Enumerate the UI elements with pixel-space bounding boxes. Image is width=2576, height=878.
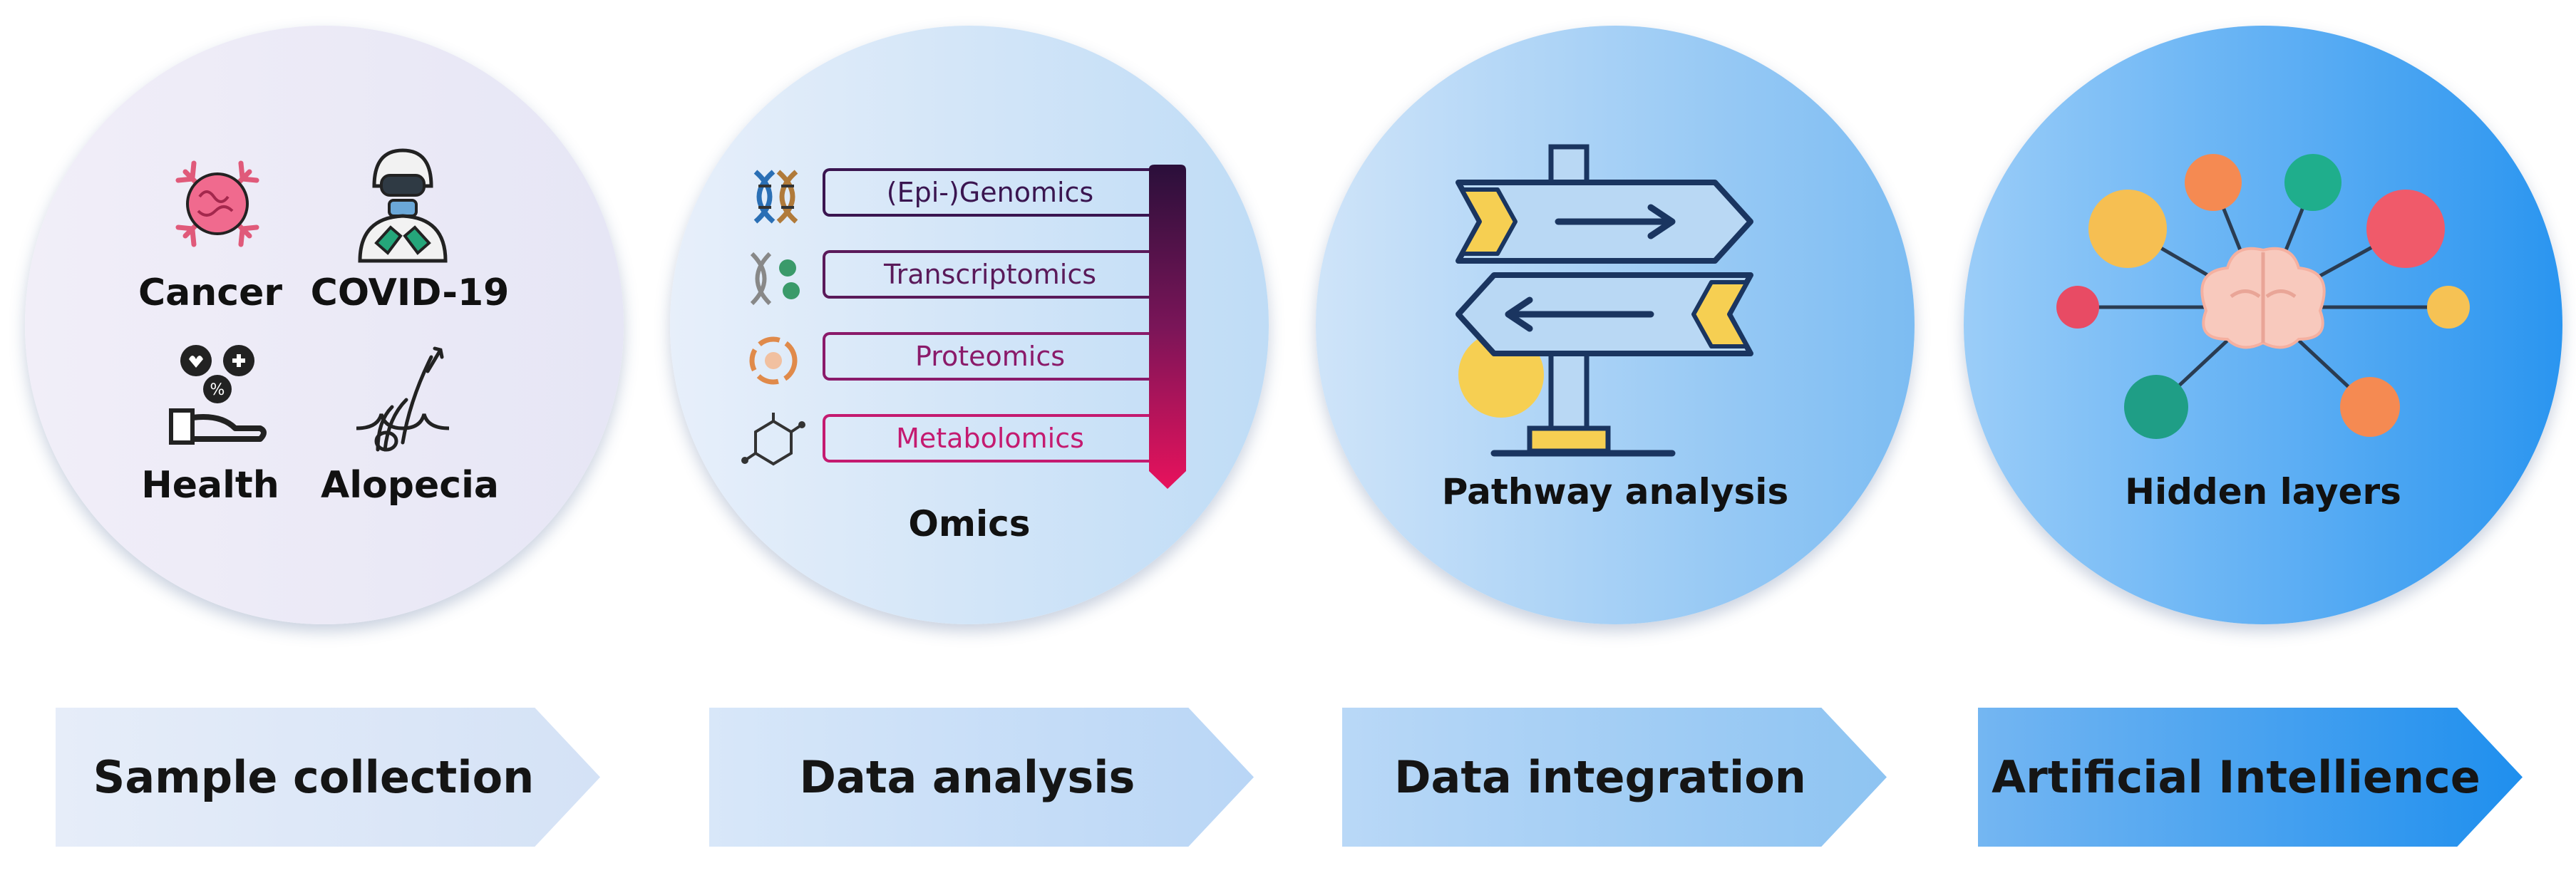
svg-text:%: % (210, 381, 225, 399)
covid-label: COVID-19 (310, 272, 510, 314)
hair-follicle-icon (356, 346, 450, 452)
stage-arrow-artificial-intelligence: Artificial Intellience (1978, 708, 2523, 847)
pathway-title: Pathway analysis (1441, 471, 1789, 512)
stage-label-artificial-intelligence: Artificial Intellience (1992, 751, 2480, 803)
hidden-layers-title: Hidden layers (2125, 471, 2401, 512)
stage-arrow-data-analysis: Data analysis (709, 708, 1254, 847)
protein-icon (749, 336, 798, 385)
cancer-cell-icon (175, 160, 259, 247)
stage-label-sample-collection: Sample collection (93, 751, 535, 803)
hand-health-icon: % (169, 345, 267, 445)
omics-title: Omics (908, 503, 1031, 544)
omics-layer-genomics: (Epi-)Genomics (823, 168, 1155, 217)
omics-layer-transcriptomics: Transcriptomics (823, 250, 1155, 299)
omics-layer-metabolomics: Metabolomics (823, 414, 1155, 463)
stage-arrow-sample-collection: Sample collection (56, 708, 600, 847)
hidden-layers-circle: Hidden layers (1964, 26, 2562, 624)
dna-icon (753, 170, 798, 224)
health-label: Health (141, 464, 279, 507)
alopecia-label: Alopecia (320, 464, 500, 507)
stage-label-data-analysis: Data analysis (799, 751, 1135, 803)
signpost-icon (1456, 144, 1753, 457)
omics-circle: (Epi-)Genomics Transcriptomics Proteomic… (670, 26, 1269, 624)
omics-gradient-arrow (1149, 165, 1186, 489)
brain-network-icon (2056, 154, 2470, 439)
cancer-label: Cancer (138, 272, 282, 314)
hazmat-suit-icon (358, 148, 448, 263)
stage-label-data-integration: Data integration (1394, 751, 1806, 803)
sample-collection-circle: Cancer COVID-19 % Health Alopecia (25, 26, 624, 624)
stage-arrow-data-integration: Data integration (1342, 708, 1887, 847)
rna-icon (750, 252, 800, 306)
molecule-icon (741, 413, 805, 466)
omics-layer-proteomics: Proteomics (823, 332, 1155, 381)
pathway-circle: Pathway analysis (1316, 26, 1915, 624)
